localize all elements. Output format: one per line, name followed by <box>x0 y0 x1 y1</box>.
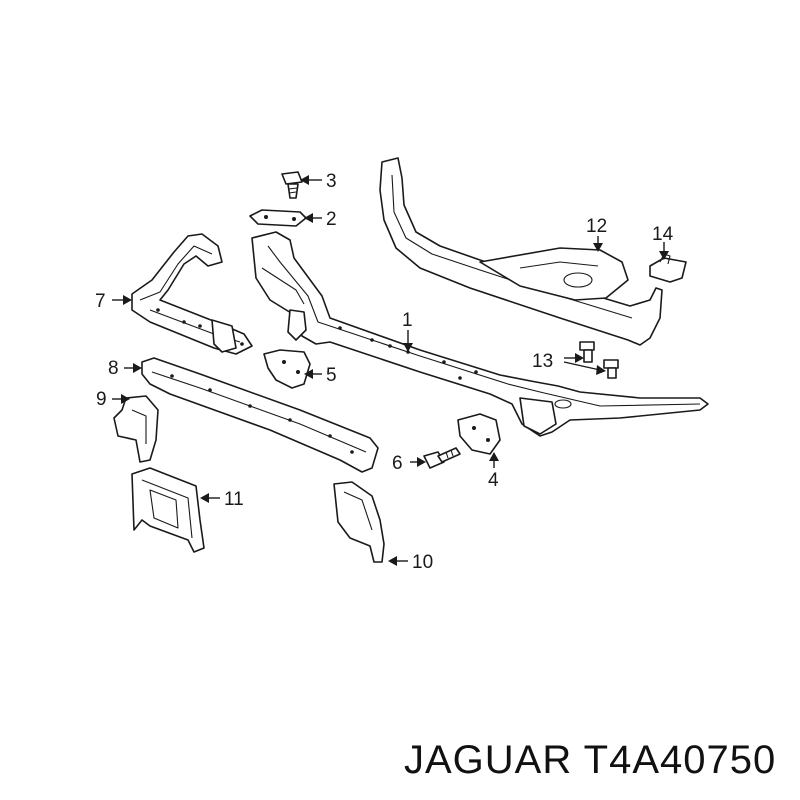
callout-labels: 1 2 3 4 5 6 7 8 9 10 11 12 13 14 <box>95 171 674 573</box>
part-caption: JAGUAR T4A40750 <box>404 738 777 782</box>
callout-4: 4 <box>488 470 499 491</box>
plate-part-2 <box>249 209 307 227</box>
callout-10: 10 <box>412 552 433 573</box>
clip-part-14 <box>649 253 687 283</box>
callout-5: 5 <box>326 365 337 386</box>
callout-8: 8 <box>108 358 119 379</box>
bracket-part-10 <box>333 481 385 563</box>
callout-7: 7 <box>95 291 106 312</box>
upper-support-bar <box>379 157 663 346</box>
callout-6: 6 <box>392 453 403 474</box>
leader-lines <box>112 175 669 566</box>
callout-13: 13 <box>532 351 553 372</box>
callout-11: 11 <box>224 489 244 510</box>
callout-14: 14 <box>652 224 674 245</box>
callout-1: 1 <box>402 310 413 331</box>
callout-2: 2 <box>326 209 337 230</box>
bracket-part-11 <box>131 467 205 553</box>
main-carrier-part-1 <box>251 231 709 437</box>
bracket-part-9 <box>113 395 159 463</box>
bolt-part-6 <box>423 447 461 469</box>
bolt-part-13 <box>579 341 619 379</box>
callout-9: 9 <box>96 389 107 410</box>
bracket-part-4 <box>457 413 501 455</box>
lower-bar-part-8 <box>141 357 379 473</box>
bolt-part-3 <box>281 171 303 199</box>
left-bracket-part-7 <box>131 233 253 355</box>
callout-3: 3 <box>326 171 337 192</box>
bracket-part-5 <box>263 349 311 389</box>
callout-12: 12 <box>586 216 607 237</box>
